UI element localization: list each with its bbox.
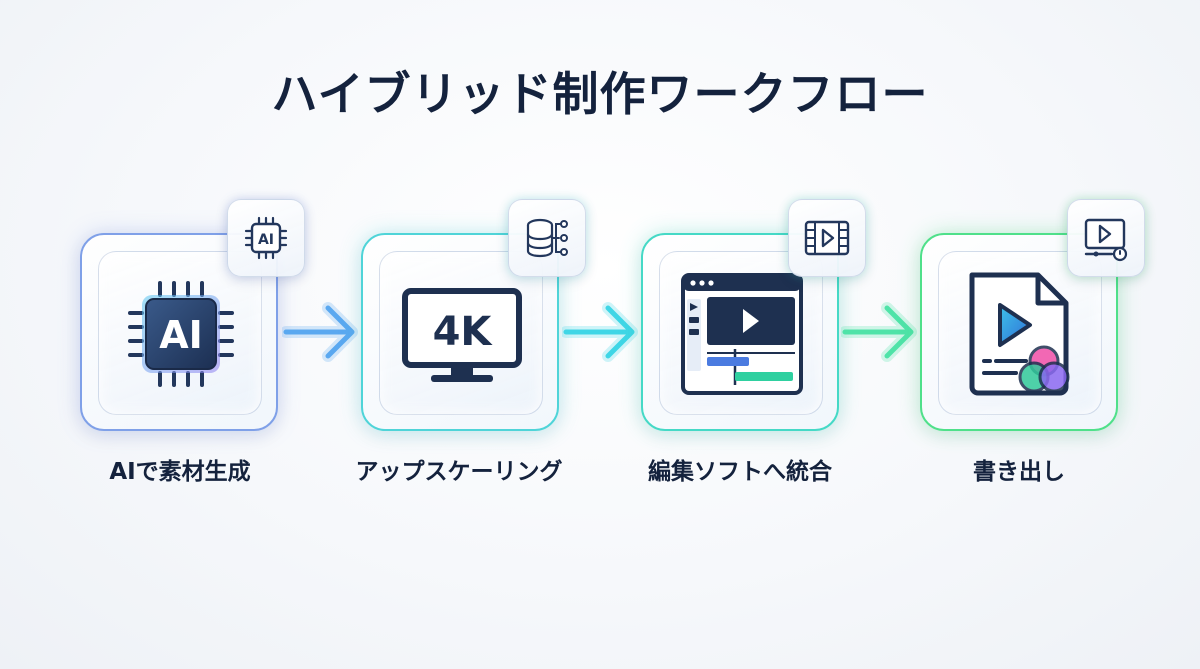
arrow-right-icon (841, 302, 917, 362)
database-network-icon (526, 218, 568, 258)
4k-monitor-icon: 4K (402, 288, 522, 382)
ai-chip-badge: AI (227, 199, 305, 277)
film-play-icon (804, 220, 850, 256)
step-export (920, 199, 1145, 431)
step-label-editing-integration: 編集ソフトへ統合 (648, 459, 832, 485)
ai-chip-icon: AI (128, 281, 234, 387)
4k-text: 4K (433, 309, 494, 355)
ai-chip-text: AI (159, 313, 203, 357)
ai-chip-icon: AI (244, 216, 288, 260)
step-upscaling: 4K (361, 199, 586, 431)
film-play-badge (788, 199, 866, 277)
step-card (641, 233, 839, 431)
arrow-right-icon (282, 302, 358, 362)
ai-badge-text: AI (258, 232, 274, 248)
video-export-timer-badge (1067, 199, 1145, 277)
video-export-timer-icon (1084, 218, 1128, 262)
database-network-badge (508, 199, 586, 277)
step-label-export: 書き出し (973, 459, 1065, 485)
step-ai-generation: AI AI (80, 199, 305, 431)
step-editing-integration (641, 199, 866, 431)
step-label-ai-generation: AIで素材生成 (109, 459, 251, 485)
step-label-upscaling: アップスケーリング (355, 459, 563, 485)
page-title: ハイブリッド制作ワークフロー (271, 67, 929, 121)
step-card (920, 233, 1118, 431)
video-file-export-icon (969, 272, 1070, 396)
arrow-right-icon (562, 302, 638, 362)
video-editor-window-icon (681, 273, 803, 395)
